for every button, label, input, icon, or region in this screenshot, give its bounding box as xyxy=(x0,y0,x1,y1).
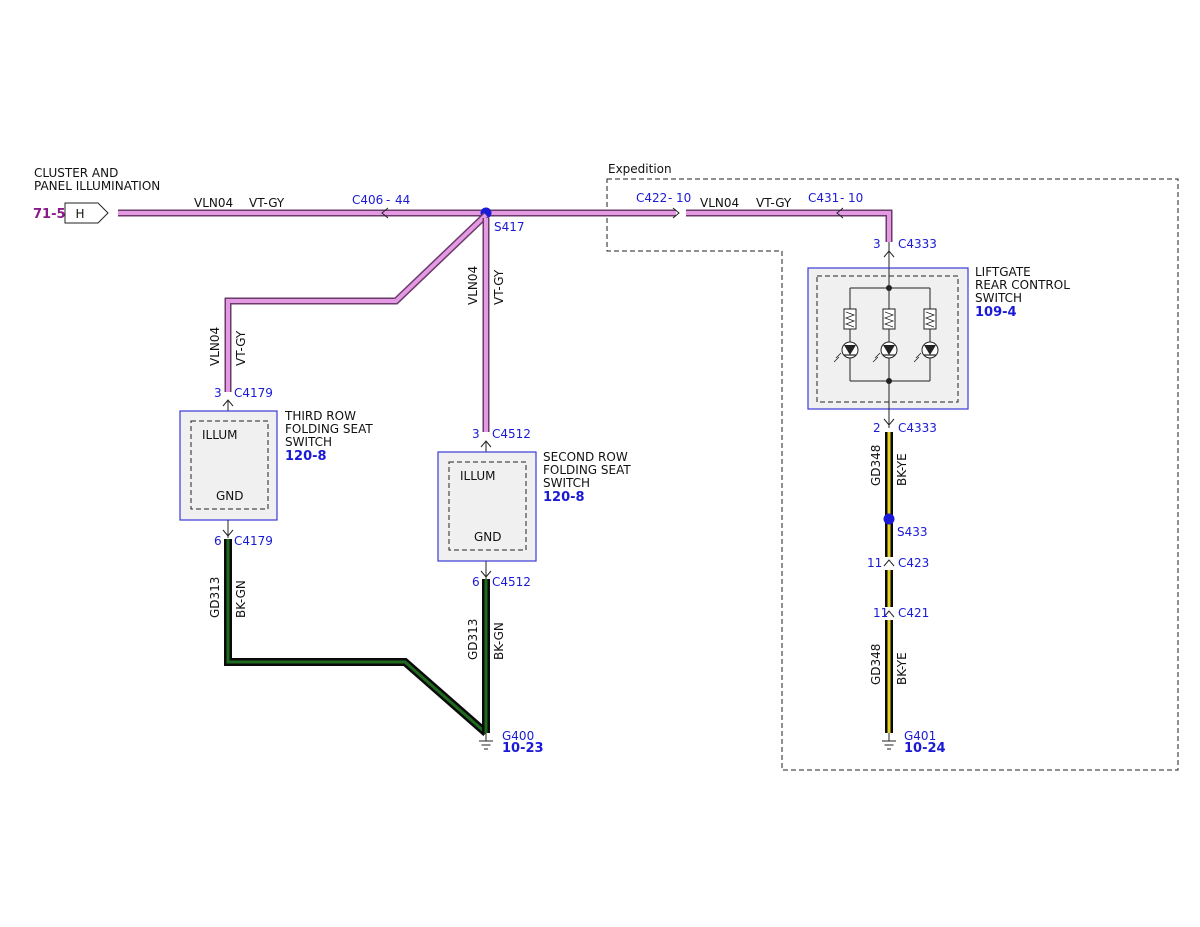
second-row-label-line2: FOLDING SEAT xyxy=(543,463,631,477)
second-row-ref[interactable]: 120-8 xyxy=(543,490,585,505)
second-row-illum: ILLUM xyxy=(460,469,495,483)
third-row-gnd-color: BK-GN xyxy=(234,580,248,618)
top-wire-color-right: VT-GY xyxy=(756,196,792,210)
c422-pin: 10 xyxy=(676,191,691,205)
second-row-top-pin: 3 xyxy=(472,427,480,441)
svg-text:-: - xyxy=(668,191,672,205)
svg-text:-: - xyxy=(386,193,390,207)
second-row-label-line3: SWITCH xyxy=(543,476,590,490)
g400-ref[interactable]: 10-23 xyxy=(502,741,544,756)
second-row-circuit: VLN04 xyxy=(466,266,480,305)
c431-arrow-icon xyxy=(836,207,844,219)
c421-label[interactable]: C421 xyxy=(898,606,929,620)
c431-label[interactable]: C431 xyxy=(808,191,839,205)
liftgate-label-line3: SWITCH xyxy=(975,291,1022,305)
third-row-bottom-arrow-icon xyxy=(222,529,234,537)
third-row-ref[interactable]: 120-8 xyxy=(285,449,327,464)
liftgate-bottom-arrow-icon xyxy=(883,418,895,426)
third-row-circuit: VLN04 xyxy=(208,327,222,366)
liftgate-gnd-color-lower: BK-YE xyxy=(895,652,909,685)
liftgate-internal-circuit xyxy=(849,268,931,409)
top-wire-circuit-right: VLN04 xyxy=(700,196,739,210)
g401-ground-icon xyxy=(882,733,896,750)
third-row-bottom-pin: 6 xyxy=(214,534,222,548)
g400-label[interactable]: G400 xyxy=(502,729,534,743)
liftgate-top-conn[interactable]: C4333 xyxy=(898,237,937,251)
resistor-icon xyxy=(843,308,937,330)
third-row-color: VT-GY xyxy=(234,330,248,366)
s433-label: S433 xyxy=(897,525,928,539)
s417-label: S417 xyxy=(494,220,525,234)
second-row-top-arrow-icon xyxy=(480,440,492,448)
liftgate-top-arrow-icon xyxy=(883,250,895,258)
third-row-gnd-circuit: GD313 xyxy=(208,577,222,618)
second-row-gnd-color: BK-GN xyxy=(492,622,506,660)
liftgate-gnd-circuit-lower: GD348 xyxy=(869,644,883,685)
third-row-label-line2: FOLDING SEAT xyxy=(285,422,373,436)
g400-ground-wires xyxy=(224,539,490,737)
third-row-feed-wire xyxy=(224,212,489,392)
c423-label[interactable]: C423 xyxy=(898,556,929,570)
top-wire xyxy=(118,209,893,242)
g400-ground-icon xyxy=(479,733,493,750)
c422-label[interactable]: C422 xyxy=(636,191,667,205)
source-title-line1: CLUSTER AND xyxy=(34,166,118,180)
c423-arrow-icon xyxy=(883,559,895,567)
source-title-line2: PANEL ILLUMINATION xyxy=(34,179,160,193)
second-row-bottom-pin: 6 xyxy=(472,575,480,589)
second-row-bottom-arrow-icon xyxy=(480,570,492,578)
third-row-top-pin: 3 xyxy=(214,386,222,400)
g401-label[interactable]: G401 xyxy=(904,729,936,743)
third-row-gnd: GND xyxy=(216,489,244,503)
g401-ref[interactable]: 10-24 xyxy=(904,741,946,756)
second-row-top-conn[interactable]: C4512 xyxy=(492,427,531,441)
c406-pin: 44 xyxy=(395,193,410,207)
liftgate-bottom-conn[interactable]: C4333 xyxy=(898,421,937,435)
c406-label[interactable]: C406 xyxy=(352,193,383,207)
c406-arrow-icon xyxy=(381,207,389,219)
liftgate-label-line2: REAR CONTROL xyxy=(975,278,1070,292)
led-icon xyxy=(833,341,939,363)
c421-arrow-icon xyxy=(883,610,895,618)
third-row-bottom-conn[interactable]: C4179 xyxy=(234,534,273,548)
second-row-bottom-conn[interactable]: C4512 xyxy=(492,575,531,589)
c423-pin: 11 xyxy=(867,556,882,570)
c421-pin: 11 xyxy=(873,606,888,620)
third-row-top-arrow-icon xyxy=(222,399,234,407)
source-connector-icon xyxy=(64,202,109,224)
c431-pin: 10 xyxy=(848,191,863,205)
region-label: Expedition xyxy=(608,162,672,176)
third-row-top-conn[interactable]: C4179 xyxy=(234,386,273,400)
third-row-switch[interactable] xyxy=(179,410,278,521)
svg-text:-: - xyxy=(840,191,844,205)
liftgate-ref[interactable]: 109-4 xyxy=(975,305,1017,320)
top-wire-color-left: VT-GY xyxy=(249,196,285,210)
liftgate-top-pin: 3 xyxy=(873,237,881,251)
s433-splice[interactable] xyxy=(883,513,895,525)
source-ref[interactable]: 71-5 xyxy=(33,207,66,222)
top-wire-circuit-left: VLN04 xyxy=(194,196,233,210)
second-row-switch[interactable] xyxy=(437,451,537,562)
second-row-gnd-circuit: GD313 xyxy=(466,619,480,660)
liftgate-gnd-color-upper: BK-YE xyxy=(895,453,909,486)
second-row-gnd: GND xyxy=(474,530,502,544)
liftgate-switch[interactable] xyxy=(807,267,969,410)
liftgate-label-line1: LIFTGATE xyxy=(975,265,1031,279)
third-row-label-line1: THIRD ROW xyxy=(284,409,356,423)
second-row-color: VT-GY xyxy=(492,269,506,305)
liftgate-bottom-pin: 2 xyxy=(873,421,881,435)
c422-arrow-icon xyxy=(672,207,680,219)
expedition-region xyxy=(606,178,1179,771)
second-row-label-line1: SECOND ROW xyxy=(543,450,628,464)
third-row-illum: ILLUM xyxy=(202,428,237,442)
third-row-label-line3: SWITCH xyxy=(285,435,332,449)
liftgate-gnd-circuit-upper: GD348 xyxy=(869,445,883,486)
source-pin: H xyxy=(75,207,84,221)
